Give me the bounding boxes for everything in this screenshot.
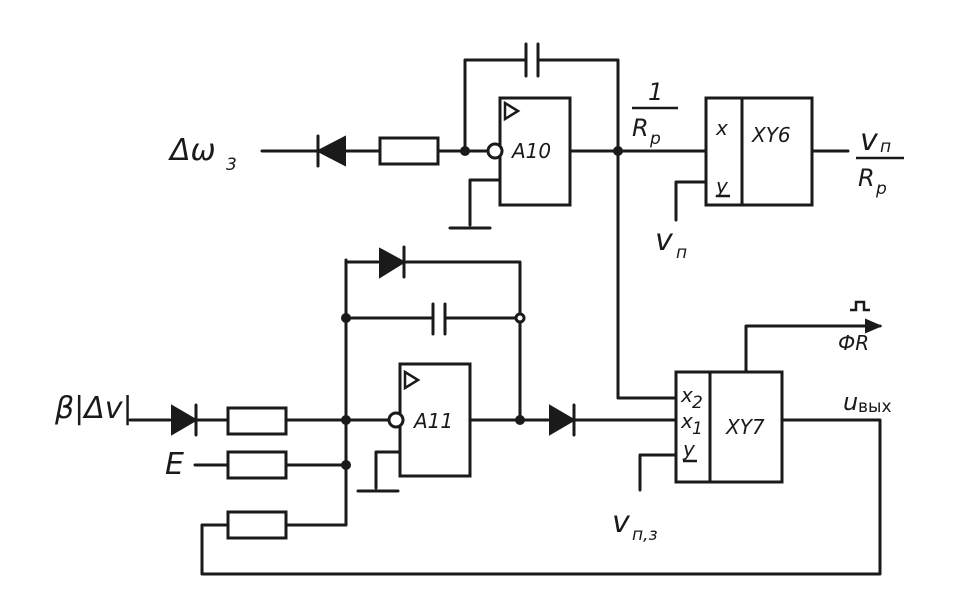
label-one-over-rp: 1 R p — [632, 78, 678, 149]
feedback-wire-a10-left — [463, 58, 528, 153]
resistor-top — [378, 136, 440, 166]
diode-a11-out — [549, 403, 576, 437]
xy7-y-wire — [638, 453, 678, 492]
xy7-input-y: y — [682, 437, 696, 461]
amp-triangle-icon — [403, 369, 421, 391]
xy7-feedback-loop — [200, 418, 882, 576]
ground-wire-a10 — [468, 178, 502, 227]
resistor-beta — [226, 406, 288, 436]
inverting-input-a10 — [486, 142, 504, 160]
xy6-input-x: x — [715, 116, 728, 140]
bottom-section: A11 x 2 x 1 y XY7 ФR — [54, 245, 892, 576]
junction-e — [341, 460, 351, 470]
svg-text:п,з: п,з — [632, 525, 658, 545]
summing-node-wire — [284, 258, 348, 527]
top-section: A10 x y XY6 1 R p v п R p — [168, 42, 904, 400]
svg-text:u: u — [843, 388, 858, 416]
label-u-out: u вых — [843, 388, 892, 417]
label-v-p3: v п,з — [612, 505, 658, 545]
xy6-input-y: y — [715, 174, 729, 198]
a11-label: A11 — [412, 409, 453, 433]
svg-text:п: п — [880, 137, 891, 157]
svg-text:1: 1 — [692, 419, 703, 439]
svg-text:x: x — [680, 383, 693, 407]
svg-text:2: 2 — [692, 393, 703, 413]
label-phi-r: ФR — [838, 331, 869, 355]
label-beta-delta-v: β|Δv| — [54, 391, 133, 426]
junction-a11-out — [515, 415, 525, 425]
svg-text:R: R — [858, 164, 875, 192]
svg-text:v: v — [612, 505, 631, 540]
svg-text:R: R — [632, 114, 649, 142]
xy6-label: XY6 — [751, 123, 791, 147]
xy7-label: XY7 — [725, 415, 765, 439]
phi-r-output-wire — [744, 324, 882, 374]
svg-text:вых: вых — [858, 397, 892, 417]
diode-beta — [171, 403, 230, 437]
amp-triangle-icon — [503, 100, 521, 122]
multiplier-xy6 — [704, 96, 814, 207]
inverting-input-a11 — [387, 411, 405, 429]
xy7-input-x1: x 1 — [680, 409, 703, 439]
multiplier-xy7 — [674, 370, 784, 484]
label-e: E — [165, 447, 184, 482]
resistor-e — [226, 450, 288, 480]
junction-sum-input — [341, 415, 351, 425]
svg-text:п: п — [676, 243, 687, 263]
arrow-head-icon — [865, 318, 883, 334]
svg-text:3: 3 — [226, 155, 237, 175]
label-vp-over-rp: v п R p — [856, 123, 904, 199]
capacitor-a11 — [431, 302, 447, 336]
label-v-p: v п — [655, 223, 687, 263]
xy6-y-wire — [674, 180, 708, 222]
svg-text:v: v — [860, 123, 879, 158]
label-delta-omega: Δω 3 — [168, 133, 237, 175]
resistor-feedback — [226, 510, 288, 540]
ground-wire-a11 — [374, 450, 402, 490]
svg-text:1: 1 — [648, 78, 663, 106]
svg-text:x: x — [680, 409, 693, 433]
diode-top — [315, 134, 382, 168]
diode-a11-feedback — [379, 245, 406, 279]
pulse-icon — [850, 300, 870, 312]
capacitor-a10 — [524, 42, 540, 78]
svg-text:p: p — [649, 129, 661, 149]
feedback-wire-a10-right — [536, 58, 620, 153]
a10-label: A10 — [510, 139, 551, 163]
wire-to-xy7-x2 — [616, 149, 678, 400]
svg-text:Δω: Δω — [168, 133, 216, 168]
xy7-input-x2: x 2 — [680, 383, 703, 413]
svg-text:p: p — [875, 179, 887, 199]
svg-text:v: v — [655, 223, 674, 258]
